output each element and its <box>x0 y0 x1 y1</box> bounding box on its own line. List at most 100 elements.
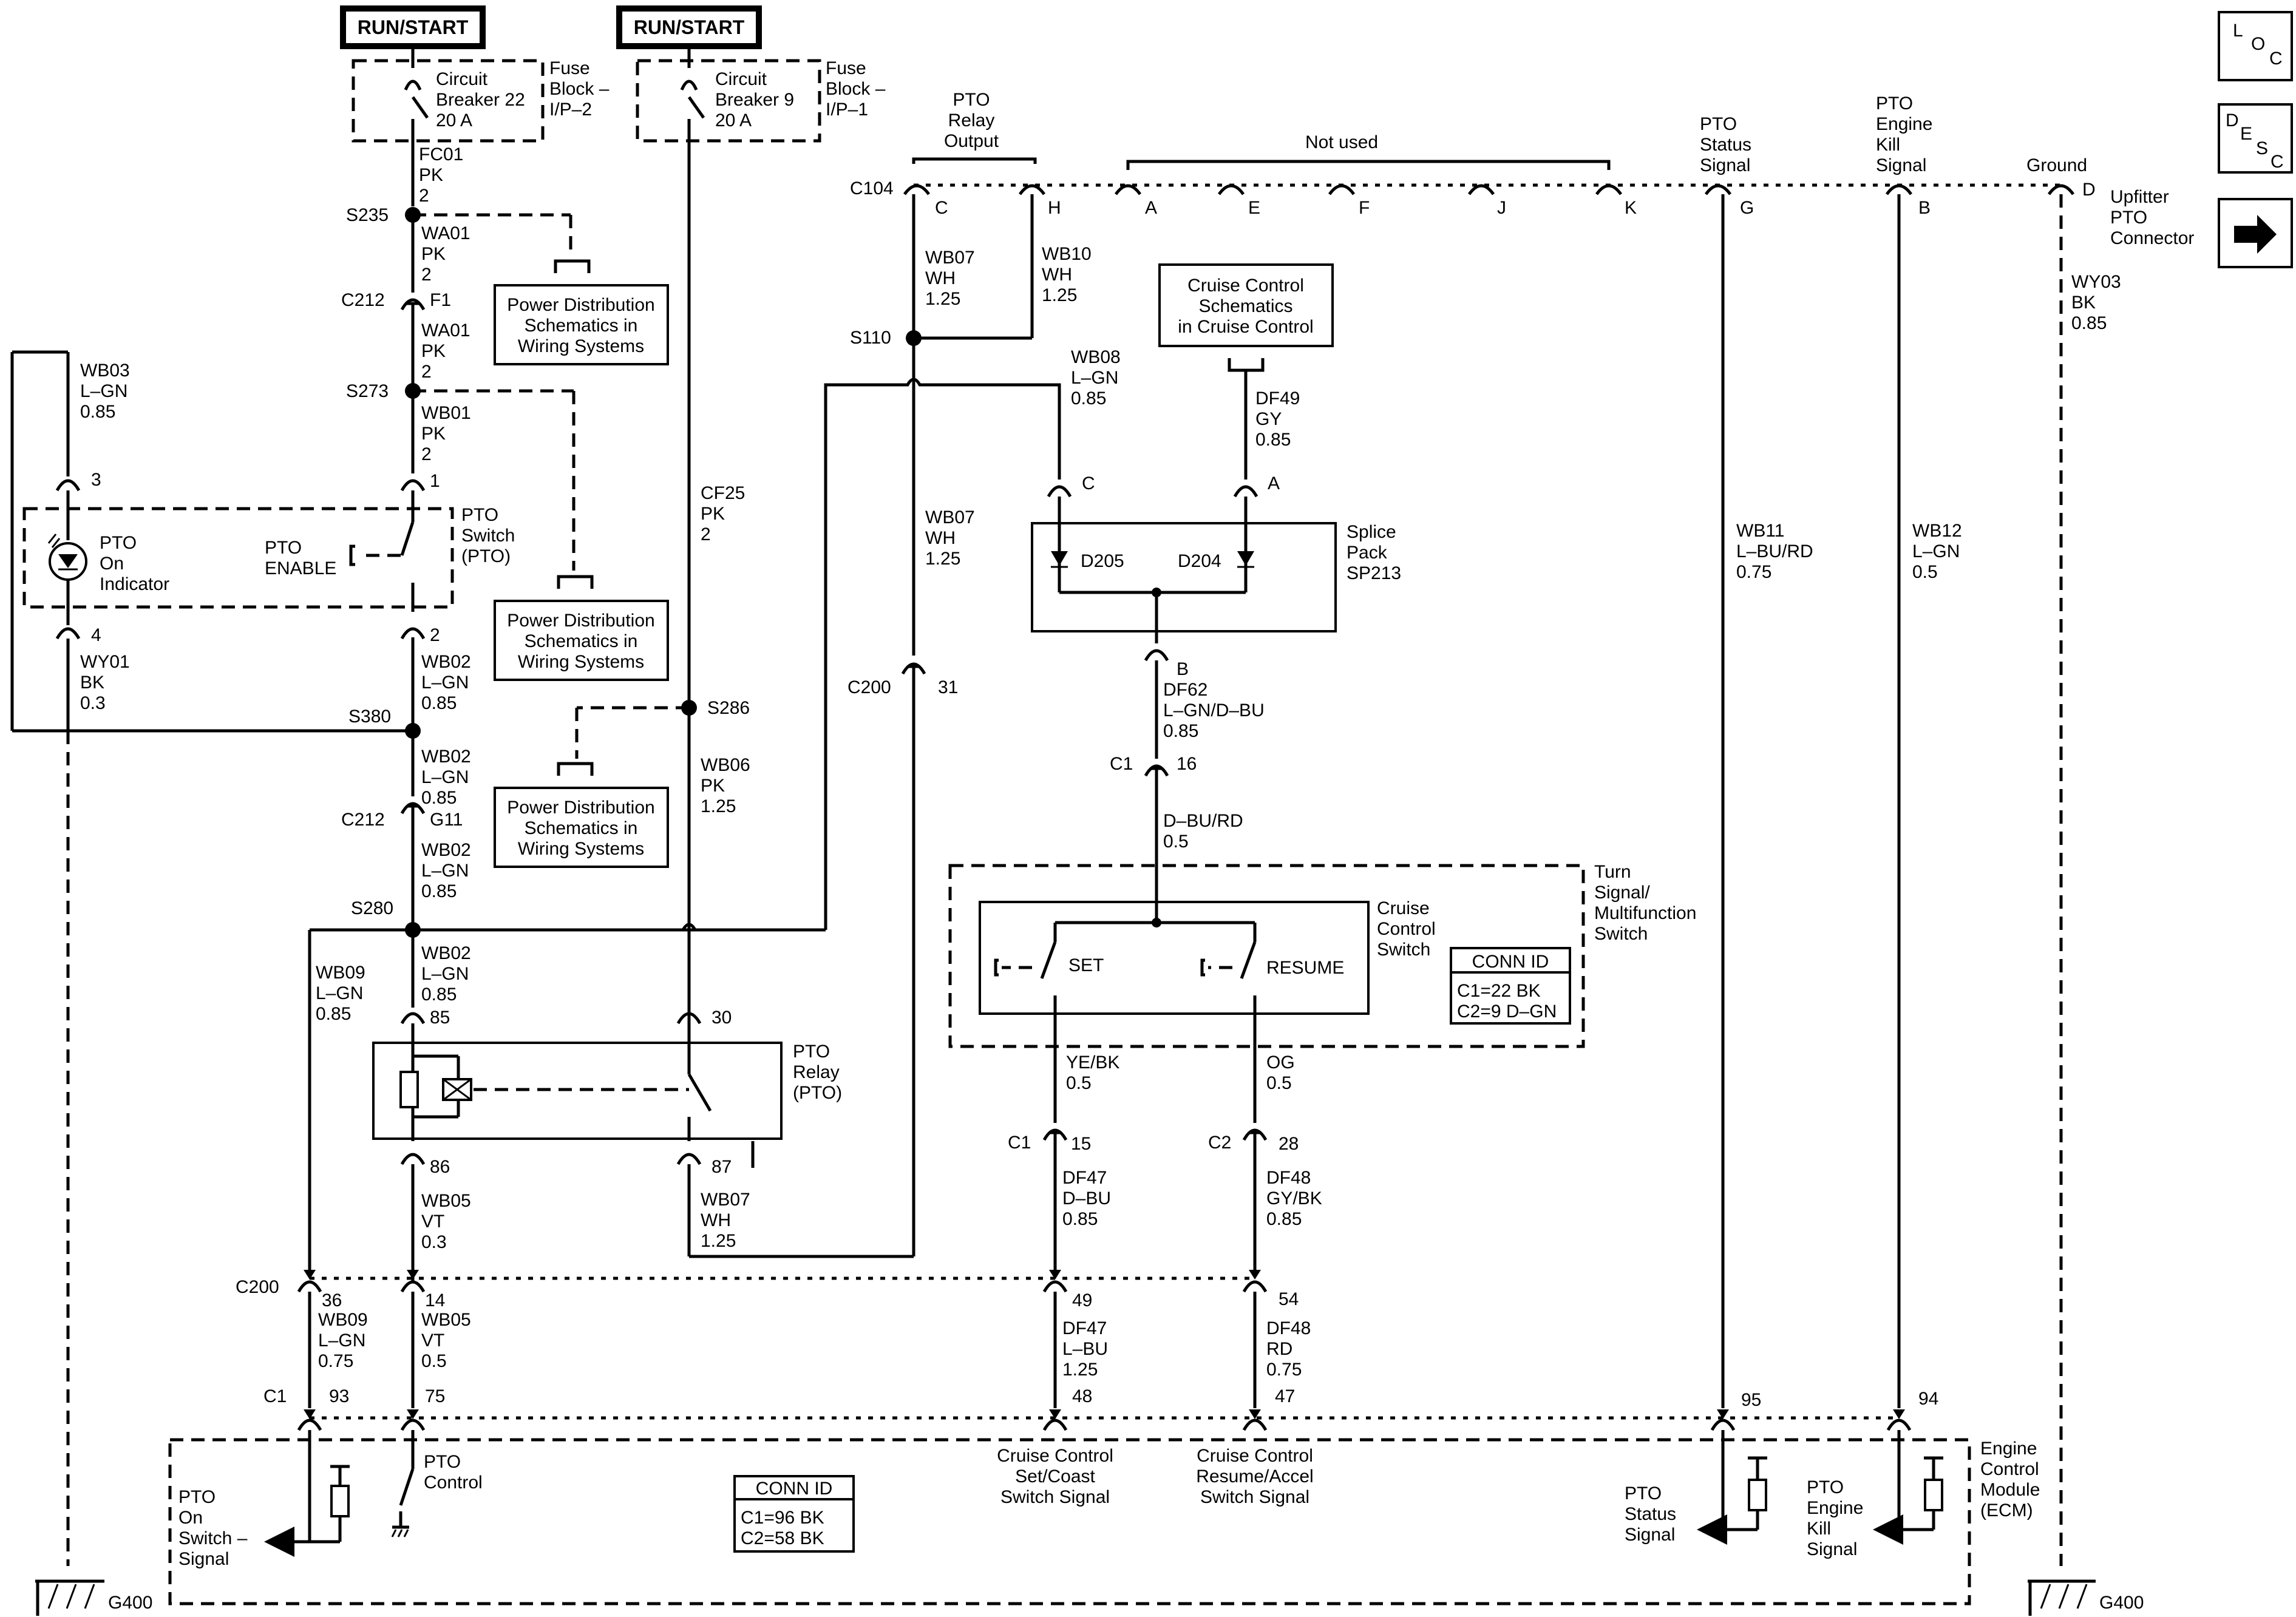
fuse-block-box-2 <box>636 59 821 143</box>
svg-text:C: C <box>2269 49 2283 69</box>
ecm-conn-id-table <box>733 1475 855 1553</box>
svg-text:G: G <box>1740 198 1754 218</box>
svg-text:28: 28 <box>1279 1134 1299 1154</box>
svg-text:RESUME: RESUME <box>1266 958 1344 978</box>
svg-text:C: C <box>2271 152 2284 172</box>
svg-text:3: 3 <box>91 470 101 490</box>
svg-text:C212: C212 <box>341 290 385 310</box>
svg-text:A: A <box>1268 473 1280 493</box>
svg-text:S: S <box>2256 138 2268 158</box>
svg-text:K: K <box>1625 198 1637 218</box>
svg-text:87: 87 <box>712 1157 732 1177</box>
svg-text:54: 54 <box>1279 1289 1299 1309</box>
svg-text:2: 2 <box>430 625 440 645</box>
loc-button[interactable]: L O C <box>2218 11 2293 81</box>
svg-text:48: 48 <box>1072 1386 1092 1406</box>
resistor-icon <box>399 1071 419 1108</box>
svg-text:31: 31 <box>938 677 958 697</box>
svg-text:C200: C200 <box>847 677 891 697</box>
svg-text:J: J <box>1497 198 1506 218</box>
svg-text:S280: S280 <box>351 898 393 918</box>
ecm-dashed-box <box>168 1438 1971 1605</box>
svg-text:47: 47 <box>1275 1386 1295 1406</box>
svg-text:75: 75 <box>425 1386 445 1406</box>
svg-text:E: E <box>1248 198 1260 218</box>
svg-text:94: 94 <box>1918 1389 1938 1409</box>
svg-text:D205: D205 <box>1081 551 1124 571</box>
svg-text:C1: C1 <box>1110 754 1133 774</box>
svg-text:30: 30 <box>712 1008 732 1028</box>
run-start-label-2: RUN/START <box>634 16 745 38</box>
svg-text:C1: C1 <box>263 1386 287 1406</box>
desc-button[interactable]: D E S C <box>2218 103 2293 174</box>
cruise-control-switch-box <box>979 901 1370 1015</box>
svg-text:36: 36 <box>322 1290 342 1310</box>
svg-text:B: B <box>1177 659 1189 679</box>
splice-pack-sp213 <box>1031 522 1337 632</box>
svg-text:1: 1 <box>430 471 440 491</box>
svg-text:D: D <box>2226 110 2239 131</box>
svg-text:H: H <box>1048 198 1061 218</box>
svg-text:D–BU/RD0.5: D–BU/RD0.5 <box>1163 811 1243 852</box>
svg-text:C212: C212 <box>341 810 385 830</box>
svg-text:E: E <box>2240 124 2252 144</box>
svg-text:CONN ID: CONN ID <box>756 1479 833 1499</box>
ground-label: Ground <box>2026 155 2087 175</box>
svg-text:C: C <box>1082 473 1095 493</box>
svg-text:YE/BK0.5: YE/BK0.5 <box>1066 1053 1119 1093</box>
pto-relay-box <box>372 1042 783 1140</box>
svg-text:15: 15 <box>1071 1134 1091 1154</box>
svg-text:93: 93 <box>329 1386 349 1406</box>
svg-text:G400: G400 <box>108 1593 152 1613</box>
next-button[interactable] <box>2218 198 2293 268</box>
svg-text:S110: S110 <box>850 328 891 348</box>
svg-text:SET: SET <box>1068 955 1104 975</box>
diode-d205-icon <box>1051 551 1068 566</box>
svg-text:C200: C200 <box>236 1277 279 1297</box>
svg-text:4: 4 <box>91 625 101 645</box>
svg-text:14: 14 <box>425 1290 445 1310</box>
cruise-conn-id-table <box>1450 947 1571 1025</box>
svg-text:85: 85 <box>430 1008 450 1028</box>
